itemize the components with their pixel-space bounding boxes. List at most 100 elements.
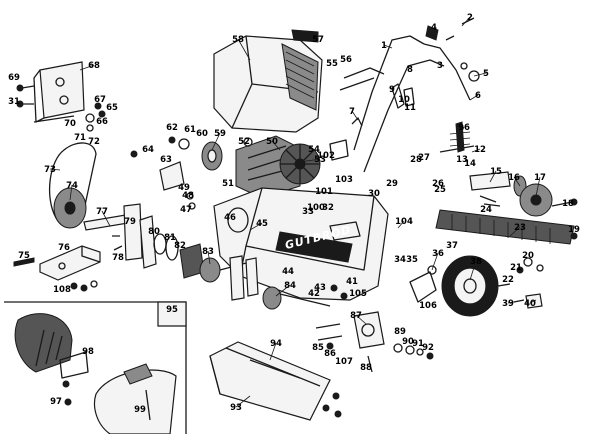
callout-61: 61 [184, 125, 196, 135]
callout-65: 65 [106, 103, 118, 113]
callout-57: 57 [312, 35, 324, 45]
leader-1 [383, 44, 393, 49]
leader-94 [269, 342, 277, 361]
callout-78: 78 [112, 253, 124, 263]
callout-40: 40 [524, 299, 536, 309]
leader-59 [211, 132, 221, 151]
leader-6 [469, 94, 479, 101]
handle-bar [339, 17, 480, 173]
rear-flap [209, 341, 331, 421]
callout-19: 19 [568, 225, 580, 235]
callout-70: 70 [64, 119, 76, 129]
callout-89: 89 [394, 327, 406, 337]
leader-18 [567, 201, 573, 204]
engine-block [235, 135, 349, 199]
callout-10: 10 [398, 95, 410, 105]
callout-76: 76 [58, 243, 70, 253]
leader-58 [237, 38, 251, 61]
callout-23: 23 [514, 223, 526, 233]
callout-45: 45 [256, 219, 268, 229]
callout-82: 82 [174, 241, 186, 251]
scarifier-deck [213, 187, 389, 301]
callout-95: 95 [166, 305, 178, 315]
callout-83: 83 [202, 247, 214, 257]
callout-96: 96 [458, 123, 470, 133]
callout-34: 34 [394, 255, 406, 265]
callout-53: 53 [314, 155, 326, 165]
callout-102: 102 [317, 151, 335, 161]
right-hardware [516, 232, 578, 274]
callout-99: 99 [134, 405, 146, 415]
leader-93 [235, 395, 251, 408]
callout-60: 60 [196, 129, 208, 139]
callout-55: 55 [326, 59, 338, 69]
callout-68: 68 [88, 61, 100, 71]
callout-13: 13 [456, 155, 468, 165]
leader-5 [473, 72, 487, 77]
leader-50 [271, 140, 281, 151]
leader-39 [507, 299, 525, 304]
callout-108: 108 [53, 285, 71, 295]
callout-104: 104 [395, 217, 413, 227]
callout-46: 46 [224, 213, 236, 223]
leader-104 [397, 220, 405, 229]
engine-hood [213, 29, 323, 133]
leader-38 [469, 260, 477, 281]
leader-15 [489, 170, 497, 183]
callout-26: 26 [432, 179, 444, 189]
leader-53 [299, 158, 321, 163]
leader-83 [207, 250, 211, 265]
callout-81: 81 [164, 233, 176, 243]
callout-93: 93 [230, 403, 242, 413]
leader-7 [351, 110, 359, 121]
callout-52: 52 [238, 137, 250, 147]
inset-detail [4, 301, 187, 434]
callout-66: 66 [96, 117, 108, 127]
callout-48: 48 [182, 191, 194, 201]
callout-71: 71 [74, 133, 86, 143]
leader-68 [79, 64, 95, 71]
callout-105: 105 [349, 289, 367, 299]
leader-23 [509, 226, 521, 237]
callout-28: 28 [410, 155, 422, 165]
callout-21: 21 [510, 263, 522, 273]
callout-12: 12 [474, 145, 486, 155]
callout-69: 69 [8, 73, 20, 83]
motor-bracket [16, 61, 85, 123]
callout-30: 30 [368, 189, 380, 199]
callout-100: 100 [307, 203, 325, 213]
callout-39: 39 [502, 299, 514, 309]
callout-64: 64 [142, 145, 154, 155]
callout-2: 2 [467, 13, 473, 23]
callout-41: 41 [346, 277, 358, 287]
callout-91: 91 [412, 339, 424, 349]
callout-50: 50 [266, 137, 278, 147]
callout-67: 67 [94, 95, 106, 105]
lower-left-bracket [13, 245, 101, 292]
callout-14: 14 [464, 159, 476, 169]
callout-56: 56 [340, 55, 352, 65]
callout-8: 8 [407, 65, 413, 75]
callout-73: 73 [44, 165, 56, 175]
leader-74 [69, 184, 73, 201]
leader-96 [459, 126, 465, 137]
callout-42: 42 [308, 289, 320, 299]
callout-22: 22 [502, 275, 514, 285]
callout-90: 90 [402, 337, 414, 347]
callout-85: 85 [312, 343, 324, 353]
leader-77 [101, 210, 111, 227]
callout-11: 11 [404, 103, 416, 113]
leader-36 [431, 252, 439, 271]
leader-45 [249, 222, 263, 231]
callout-59: 59 [214, 129, 226, 139]
callout-24: 24 [480, 205, 492, 215]
callout-27: 27 [418, 153, 430, 163]
callout-16: 16 [508, 173, 520, 183]
callout-35: 35 [406, 255, 418, 265]
callout-15: 15 [490, 167, 502, 177]
callout-7: 7 [349, 107, 355, 117]
callout-29: 29 [386, 179, 398, 189]
